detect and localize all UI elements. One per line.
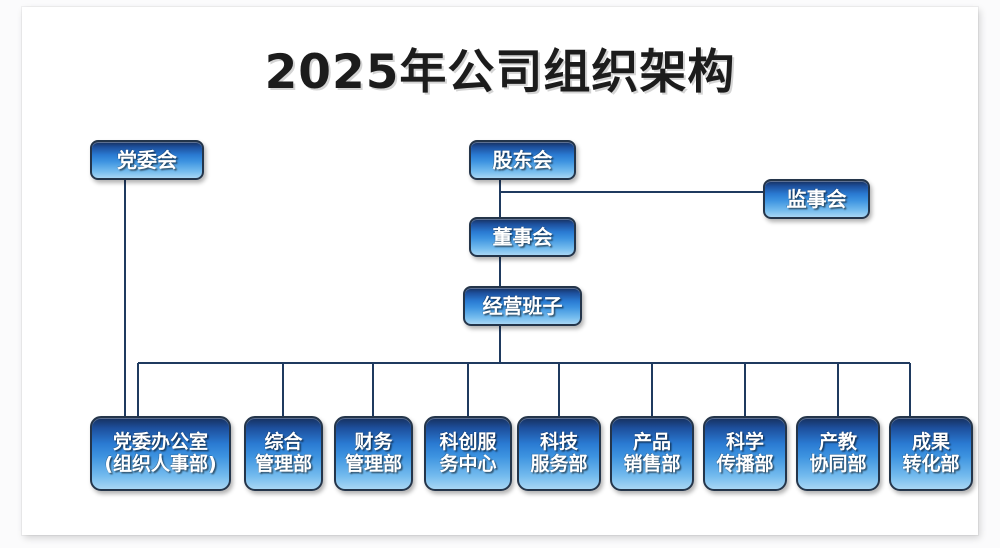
node-finance-management-dept[interactable]: 财务 管理部 [334, 416, 413, 491]
node-science-communication-dept[interactable]: 科学 传播部 [703, 416, 787, 491]
node-party-office[interactable]: 党委办公室 (组织人事部) [90, 416, 231, 491]
node-innovation-service-center[interactable]: 科创服 务中心 [424, 416, 512, 491]
node-board-of-supervisors[interactable]: 监事会 [763, 179, 870, 219]
node-management-team[interactable]: 经营班子 [463, 286, 582, 326]
node-party-committee[interactable]: 党委会 [90, 140, 204, 180]
slide-page: 2025年公司组织架构 [22, 7, 978, 535]
node-shareholders-meeting[interactable]: 股东会 [469, 140, 576, 180]
node-industry-education-dept[interactable]: 产教 协同部 [796, 416, 880, 491]
node-technology-service-dept[interactable]: 科技 服务部 [517, 416, 601, 491]
node-board-of-directors[interactable]: 董事会 [469, 217, 576, 257]
node-product-sales-dept[interactable]: 产品 销售部 [610, 416, 694, 491]
node-achievement-transformation-dept[interactable]: 成果 转化部 [889, 416, 973, 491]
page-title: 2025年公司组织架构 [264, 45, 736, 100]
node-general-management-dept[interactable]: 综合 管理部 [244, 416, 323, 491]
